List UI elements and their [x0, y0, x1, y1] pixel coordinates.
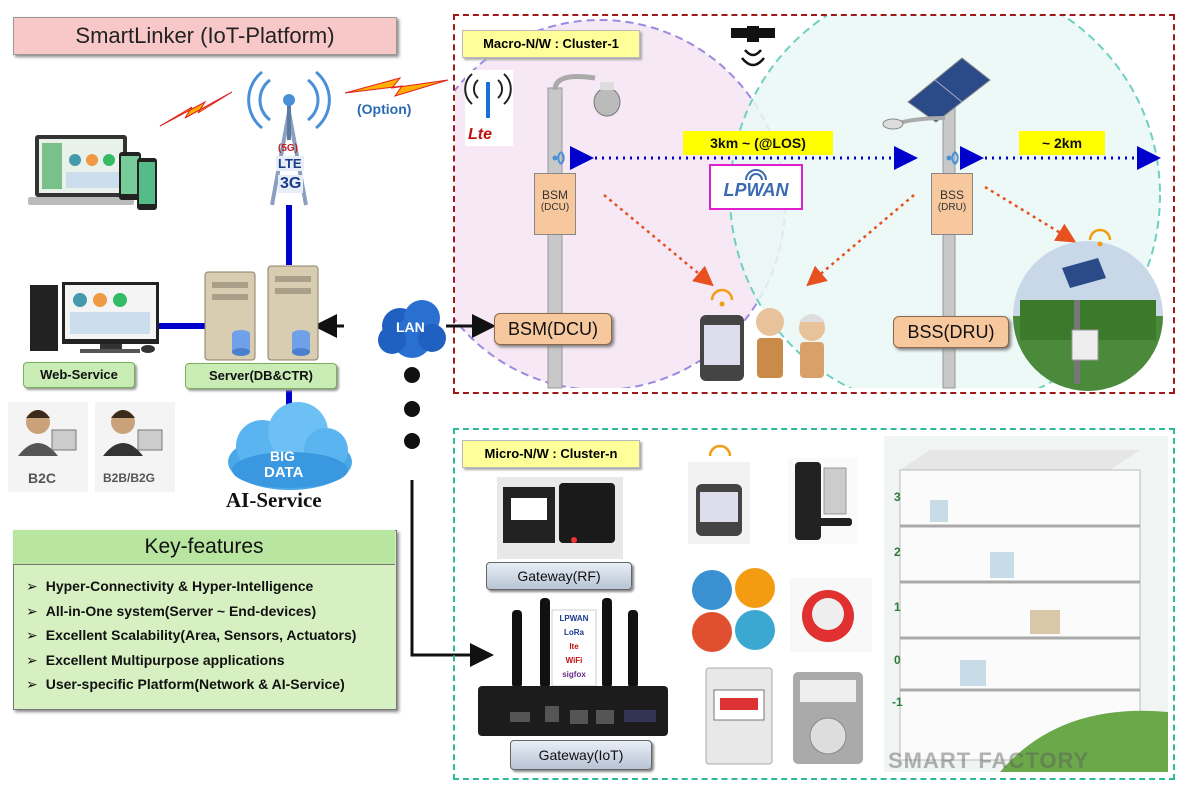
range-2km-label: ~ 2km [1019, 131, 1105, 155]
badge-wifi: WiFi [565, 656, 583, 665]
floor-label-0: 0 [894, 653, 901, 667]
floor-label-minus1: -1 [892, 695, 903, 709]
badge-sigfox: sigfox [562, 670, 586, 679]
bsm-box-title: BSM [541, 188, 568, 202]
bss-box-title: BSS [939, 188, 964, 202]
gateway-rf-label: Gateway(RF) [486, 562, 632, 590]
key-feature-item: User-specific Platform(Network & AI-Serv… [26, 672, 386, 697]
floor-label-3: 3 [894, 490, 901, 504]
continuation-dot-2 [404, 401, 420, 417]
gateway-protocol-badges: LPWAN LoRa lte WiFi sigfox [552, 612, 596, 682]
option-label: (Option) [357, 101, 412, 117]
b2b-label: B2B/B2G [103, 471, 156, 485]
wireless-bolt-right [344, 77, 449, 97]
tower-badge-lte: LTE [276, 156, 304, 171]
key-feature-item: Excellent Scalability(Area, Sensors, Act… [26, 623, 386, 648]
gas-meter-icon [793, 672, 863, 764]
key-feature-item: Excellent Multipurpose applications [26, 648, 386, 673]
b2b-user-icon [95, 402, 175, 492]
continuation-dot-3 [404, 433, 420, 449]
door-lock-icon [788, 458, 858, 544]
power-meter-icon [705, 667, 773, 765]
desktop-pc-icon [30, 282, 159, 353]
smart-building-illustration [884, 436, 1168, 772]
bsm-box: BSM (DCU) [534, 173, 576, 235]
lpwan-badge: LPWAN [709, 164, 803, 210]
page-title: SmartLinker (IoT-Platform) [13, 17, 397, 55]
continuation-dot-1 [404, 367, 420, 383]
badge-lora: LoRa [564, 628, 584, 637]
wearable-device-icon [700, 288, 744, 381]
factory-watermark: SMART FACTORY [888, 748, 1090, 773]
elderly-couple-icon [756, 308, 825, 378]
bss-signal-icon [946, 151, 959, 165]
micro-network-frame [453, 428, 1175, 780]
range-los-label: 3km ~ (@LOS) [683, 131, 833, 155]
big-data-line2: DATA [264, 464, 304, 481]
weather-station-photo [1013, 228, 1163, 391]
bsm-dcu-label: BSM(DCU) [494, 313, 612, 345]
lte-antenna-icon [464, 70, 513, 146]
utility-sensors-icon [692, 568, 775, 652]
gateway-rf-photo [497, 477, 623, 559]
bsm-box-sub: (DCU) [540, 202, 570, 213]
floor-label-1: 1 [894, 600, 901, 614]
server-label: Server(DB&CTR) [185, 363, 337, 389]
gateway-iot-label: Gateway(IoT) [510, 740, 652, 770]
bss-weather-link [984, 185, 1077, 243]
gateway-iot-photo [478, 598, 668, 736]
lte-logo-text: Lte [468, 126, 492, 143]
big-data-line1: BIG [270, 448, 295, 464]
laptop-phone-icon [28, 135, 157, 210]
bss-device-link [806, 194, 915, 287]
badge-lpwan: LPWAN [559, 614, 589, 623]
floor-label-2: 2 [894, 545, 901, 559]
lpwan-text: LPWAN [723, 180, 789, 200]
b2c-user-icon [8, 402, 88, 492]
ai-service-label: AI-Service [226, 488, 322, 512]
wireless-bolt-left [159, 91, 233, 127]
satellite-icon [731, 26, 775, 67]
badge-lte: lte [569, 642, 579, 651]
bsm-device-link [603, 194, 714, 287]
tower-badge-5g: (5G) [278, 143, 298, 154]
bss-dru-label: BSS(DRU) [893, 316, 1009, 348]
macro-cluster-label: Macro-N/W : Cluster-1 [462, 30, 640, 58]
bss-box: BSS (DRU) [931, 173, 973, 235]
key-features-title: Key-features [13, 530, 395, 565]
micro-cluster-label: Micro-N/W : Cluster-n [462, 440, 640, 468]
micro-wearable-icon [688, 444, 750, 544]
water-meter-icon [790, 578, 872, 652]
server-icon [204, 265, 319, 361]
lan-label: LAN [396, 319, 425, 335]
lpwan-signal-icon [745, 169, 767, 180]
big-data-cloud-icon [228, 402, 352, 490]
macro-network-frame [453, 14, 1175, 394]
bsm-signal-icon [552, 151, 565, 165]
bss-box-sub: (DRU) [937, 202, 967, 213]
key-feature-item: Hyper-Connectivity & Hyper-Intelligence [26, 574, 386, 599]
tower-badge-3g: 3G [278, 175, 304, 193]
key-features-list: Hyper-Connectivity & Hyper-Intelligence … [26, 574, 386, 697]
lan-to-gateway-link [410, 480, 494, 667]
b2c-label: B2C [28, 470, 57, 486]
key-feature-item: All-in-One system(Server ~ End-devices) [26, 599, 386, 624]
lan-cloud-icon [378, 300, 446, 358]
web-service-label: Web-Service [23, 362, 135, 388]
